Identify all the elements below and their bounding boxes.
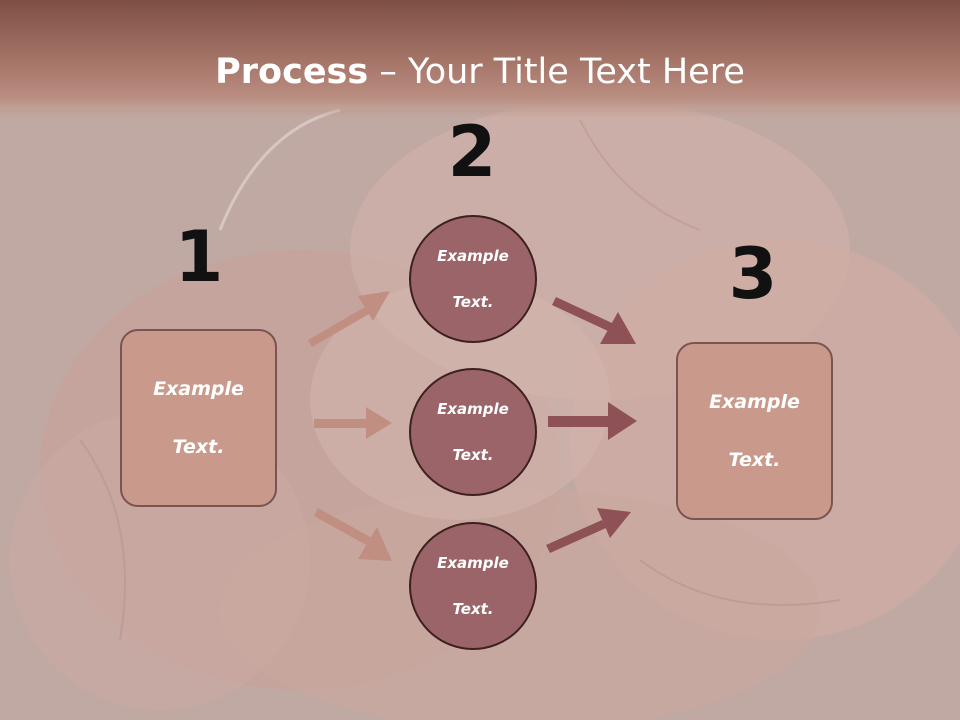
title-rest: – Your Title Text Here (368, 52, 745, 92)
arrow-middle-to-right (548, 402, 637, 440)
title-bold: Process (215, 52, 369, 92)
circle-bottom-line-2: Text. (452, 599, 494, 618)
circle-top-line-2: Text. (452, 292, 494, 311)
circle-bottom-line-1: Example (437, 553, 509, 572)
arrow-left-to-top (308, 291, 390, 347)
arrow-bottom-to-right (546, 508, 631, 553)
circle-middle-line-1: Example (437, 399, 509, 418)
step-number-3: 3 (728, 233, 778, 315)
arrow-left-to-middle (314, 407, 392, 439)
step-number-2: 2 (447, 111, 497, 193)
arrow-left-to-bottom (314, 508, 392, 561)
arrow-top-to-right (552, 297, 636, 344)
circle-top-line-1: Example (437, 246, 509, 265)
right-box-line-2: Text. (728, 448, 781, 471)
circle-middle-line-2: Text. (452, 445, 494, 464)
title-band (0, 0, 960, 118)
step-number-1: 1 (174, 216, 224, 298)
right-box-line-1: Example (709, 390, 800, 413)
left-box-line-1: Example (153, 377, 244, 400)
left-box-line-2: Text. (172, 435, 225, 458)
slide-title: Process – Your Title Text Here (0, 52, 960, 92)
